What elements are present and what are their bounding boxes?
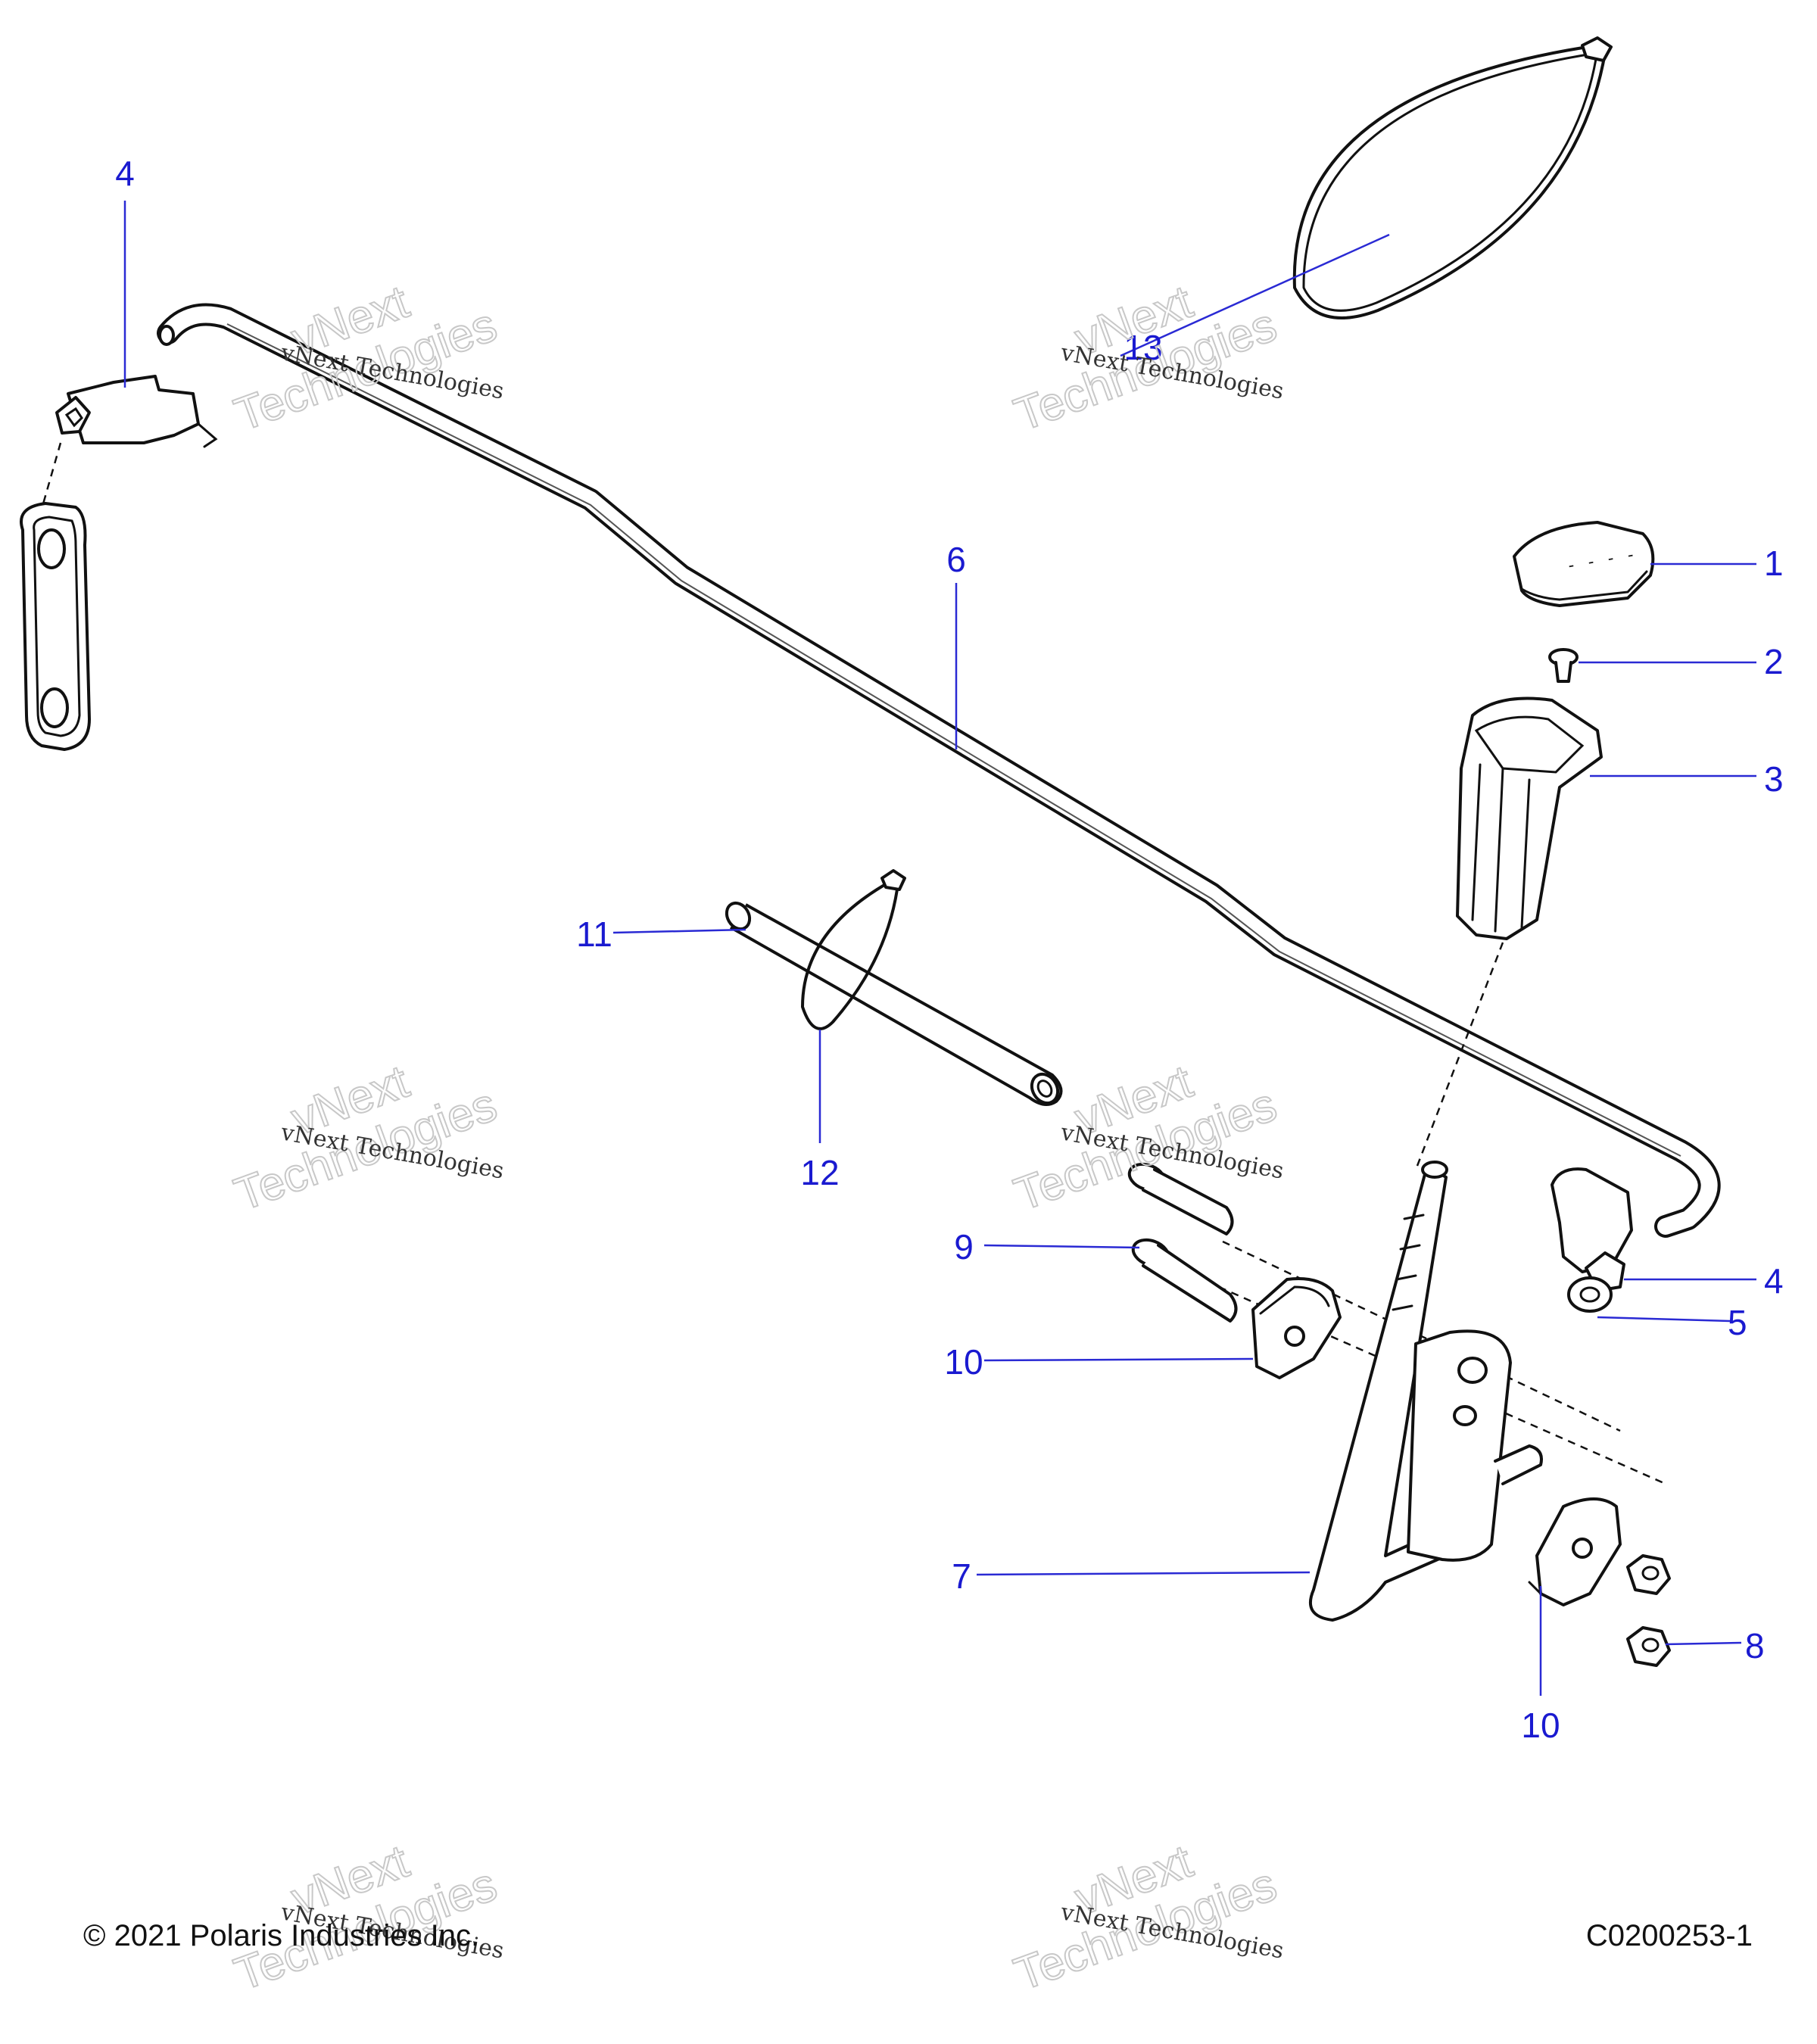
part-9-bolts <box>1127 1162 1238 1323</box>
part-1-knob-cap: ‑ ‑ ‑ ‑ <box>1513 521 1655 607</box>
callout-10-bottom: 10 <box>1521 1706 1560 1745</box>
part-8-nuts <box>1626 1554 1671 1667</box>
watermark-bottom-right: vNext Technologies vNext Technologies <box>1007 1834 1286 2002</box>
part-4-clip-left <box>55 375 218 448</box>
part-11-tube <box>725 901 1063 1106</box>
callout-11: 11 <box>576 915 612 954</box>
figure-code: C0200253-1 <box>1586 1919 1753 1952</box>
part-2-screw <box>1548 648 1579 683</box>
part-3-knob-housing <box>1456 696 1603 940</box>
leader-lines <box>123 201 1756 1696</box>
callout-6: 6 <box>946 540 966 579</box>
part-4-clip-right <box>1551 1167 1633 1292</box>
part-6-shift-rod <box>157 303 1721 1238</box>
callout-13: 13 <box>1124 328 1162 367</box>
callout-12: 12 <box>800 1153 839 1192</box>
link-plate <box>20 502 91 751</box>
callout-labels: 4 1 2 3 6 13 11 12 9 10 7 4 5 8 10 <box>115 154 1783 1745</box>
part-10-bushing-upper <box>1251 1277 1342 1379</box>
callout-3: 3 <box>1764 759 1784 799</box>
callout-10-left: 10 <box>944 1342 983 1382</box>
callout-5: 5 <box>1728 1303 1747 1342</box>
copyright-text: © 2021 Polaris Industries Inc. <box>83 1919 479 1952</box>
callout-7: 7 <box>952 1556 971 1596</box>
part-7-shift-lever <box>1309 1161 1543 1622</box>
watermark-mid-left: vNext Technologies vNext Technologies <box>227 1055 506 1222</box>
callout-8: 8 <box>1745 1626 1765 1665</box>
watermark-bottom-left: vNext Technologies vNext Technologies <box>227 1834 506 2002</box>
callout-2: 2 <box>1764 642 1784 681</box>
part-10-bushing-lower <box>1528 1497 1622 1606</box>
callout-4-left: 4 <box>115 154 135 193</box>
watermark-top-left: vNext Technologies vNext Technologies <box>227 275 506 442</box>
part-13-cable-tie <box>1292 36 1613 319</box>
part-12-cable-tie <box>800 869 906 1030</box>
callout-1: 1 <box>1764 544 1784 583</box>
callout-9: 9 <box>954 1227 974 1267</box>
callout-4-right: 4 <box>1764 1261 1784 1301</box>
part-5-washer <box>1567 1276 1613 1313</box>
